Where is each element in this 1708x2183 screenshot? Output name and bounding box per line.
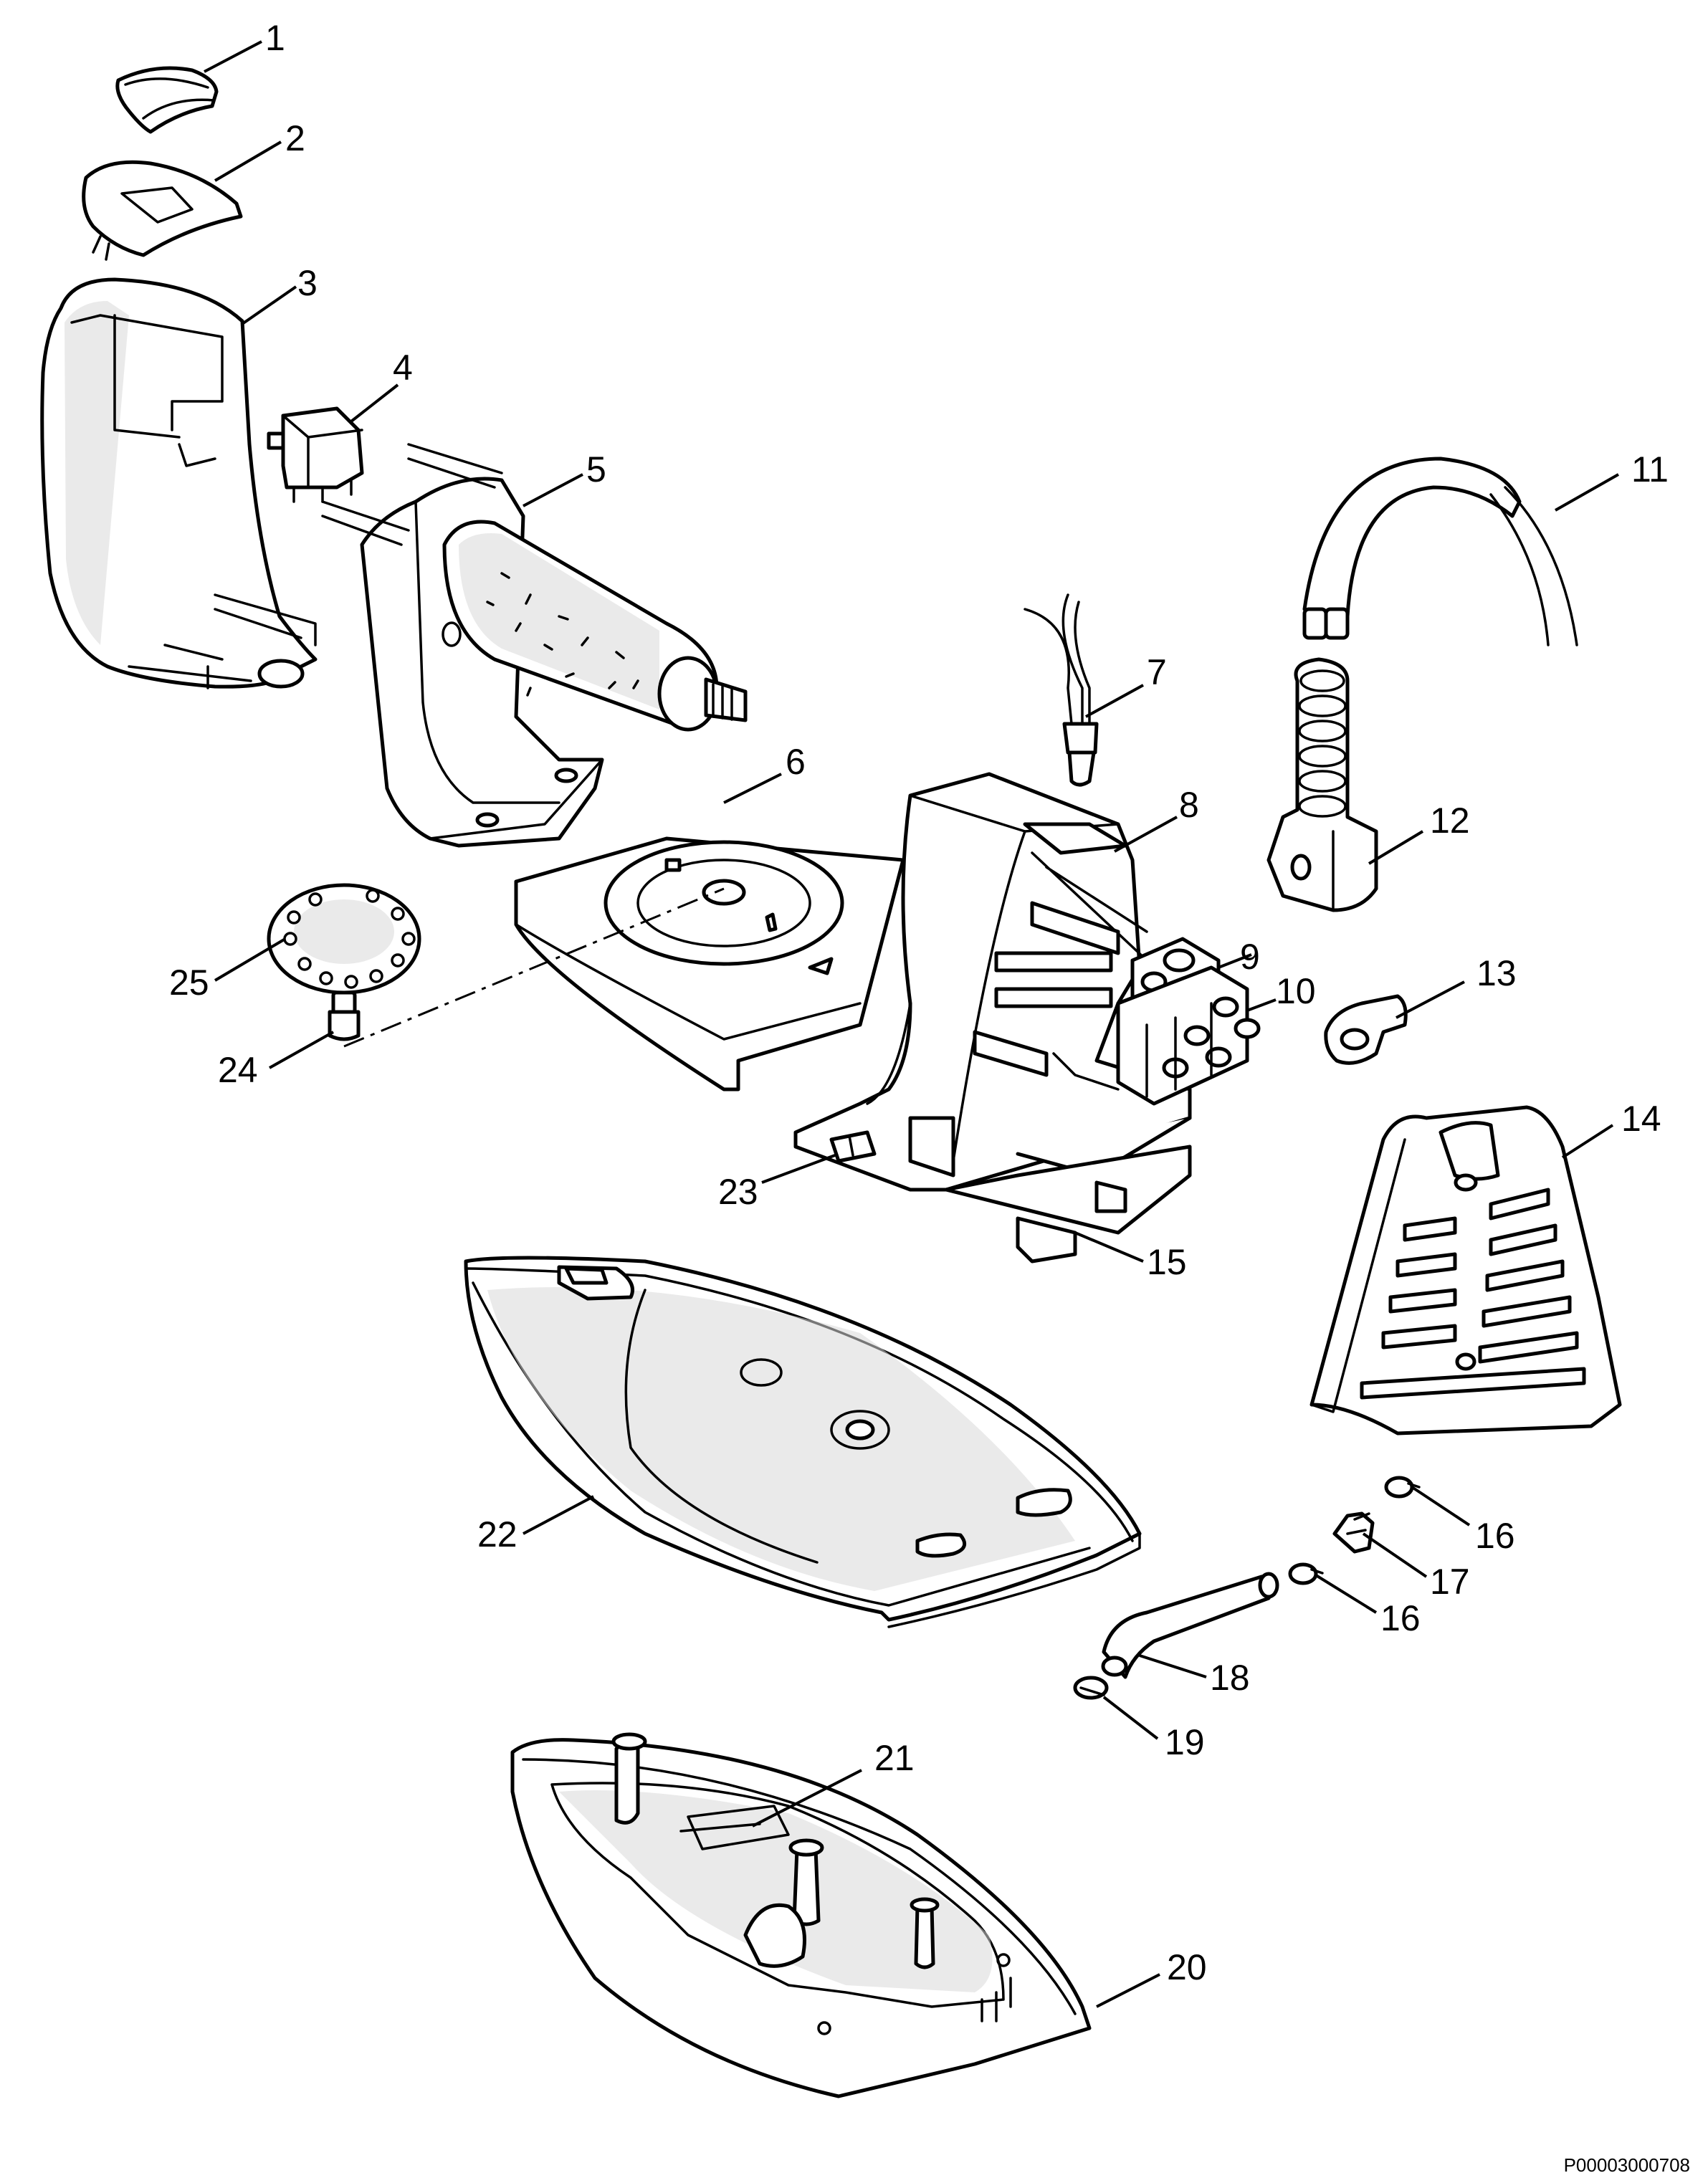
part-7-sensor bbox=[1024, 593, 1099, 787]
part-19-clamp bbox=[1073, 1676, 1109, 1700]
part-14-rear-cover bbox=[1309, 1105, 1622, 1436]
callout-2: 2 bbox=[285, 118, 305, 158]
part-12-strain-relief bbox=[1266, 657, 1378, 912]
part-5-heating-element bbox=[321, 443, 748, 848]
callout-13: 13 bbox=[1476, 953, 1517, 993]
callout-25: 25 bbox=[169, 962, 209, 1003]
callout-19: 19 bbox=[1165, 1722, 1205, 1762]
callout-1: 1 bbox=[265, 18, 285, 58]
callout-21: 21 bbox=[874, 1738, 915, 1778]
part-24-valve-pin bbox=[328, 990, 361, 1041]
callout-15: 15 bbox=[1147, 1242, 1187, 1282]
callout-16-lower: 16 bbox=[1380, 1598, 1421, 1638]
callout-5: 5 bbox=[586, 449, 606, 489]
part-25-filter-disc bbox=[267, 883, 421, 995]
part-1-button-cap bbox=[115, 66, 219, 134]
part-18-hose bbox=[1101, 1572, 1279, 1679]
callout-8: 8 bbox=[1179, 785, 1199, 825]
callout-18: 18 bbox=[1210, 1658, 1250, 1698]
callout-14: 14 bbox=[1621, 1099, 1661, 1139]
callout-4: 4 bbox=[393, 348, 413, 388]
leader-lines bbox=[204, 40, 1619, 2008]
part-8-rear-chassis bbox=[793, 772, 1192, 1192]
callout-17: 17 bbox=[1430, 1562, 1470, 1602]
part-11-mains-cable bbox=[1302, 457, 1578, 646]
part-2-top-cover bbox=[82, 160, 243, 261]
part-15-base-plate bbox=[944, 1145, 1192, 1264]
callout-23: 23 bbox=[718, 1172, 758, 1212]
callout-12: 12 bbox=[1430, 801, 1470, 841]
callout-11: 11 bbox=[1631, 449, 1669, 489]
callout-labels: 1 2 3 4 5 6 7 8 9 10 11 12 13 14 15 16 1… bbox=[169, 18, 1669, 1987]
callout-10: 10 bbox=[1276, 971, 1316, 1011]
part-3-handle-shell bbox=[40, 277, 318, 689]
callout-16-upper: 16 bbox=[1475, 1516, 1515, 1556]
part-13-cord-clamp bbox=[1324, 994, 1408, 1065]
part-6-heat-shield bbox=[514, 836, 905, 1092]
part-22-soleplate-cover bbox=[464, 1256, 1142, 1628]
callout-22: 22 bbox=[477, 1514, 517, 1554]
part-23-clip bbox=[829, 1130, 877, 1163]
part-16-hose-clamp-lower bbox=[1288, 1562, 1324, 1585]
callout-7: 7 bbox=[1147, 652, 1167, 692]
alignment-dash-line bbox=[343, 887, 725, 1048]
callout-9: 9 bbox=[1240, 937, 1260, 977]
callout-24: 24 bbox=[218, 1050, 258, 1090]
part-17-nozzle bbox=[1332, 1511, 1375, 1554]
callout-6: 6 bbox=[786, 742, 806, 782]
reference-code: P00003000708 bbox=[1564, 2154, 1690, 2176]
part-20-soleplate bbox=[510, 1732, 1092, 2098]
part-4-micro-switch bbox=[267, 406, 364, 503]
part-10-terminal-block bbox=[1116, 965, 1261, 1106]
callout-20: 20 bbox=[1167, 1947, 1207, 1987]
callout-3: 3 bbox=[297, 263, 318, 303]
